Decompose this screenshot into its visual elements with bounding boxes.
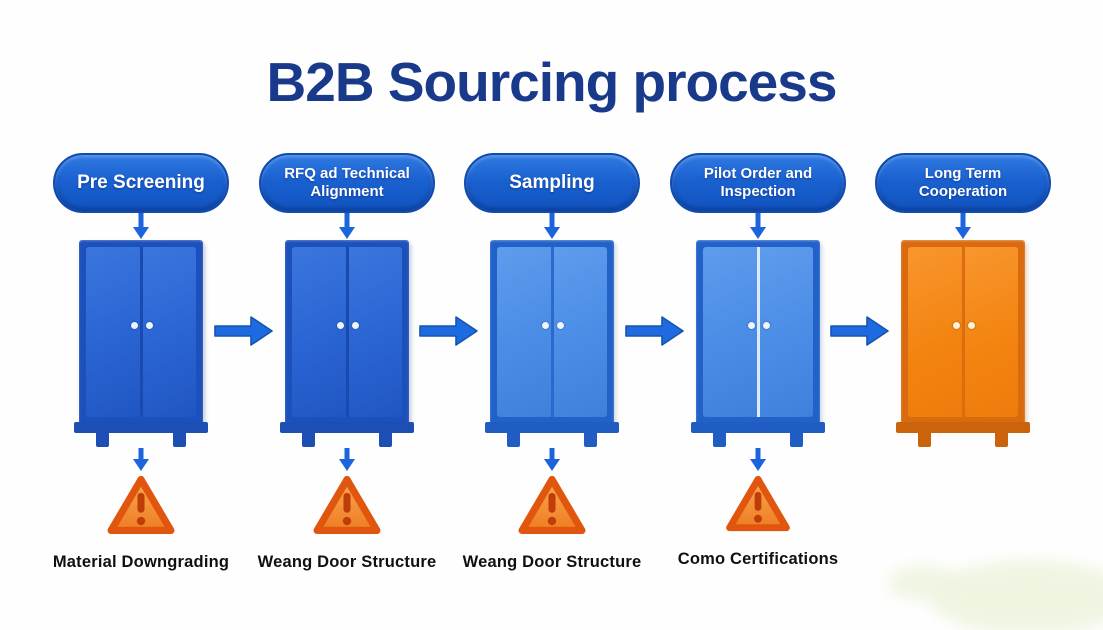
cabinet-illustration: [896, 240, 1030, 447]
cabinet-door-right: [964, 247, 1018, 417]
down-arrow-icon: [543, 448, 561, 472]
cabinet-plinth: [74, 422, 208, 433]
stage-pill: Pilot Order and Inspection: [670, 153, 846, 213]
door-knob: [953, 322, 960, 329]
cabinet-frame: [901, 240, 1025, 426]
down-arrow-icon: [132, 448, 150, 472]
stage-pill-label: RFQ ad Technical Alignment: [284, 165, 410, 200]
warning-icon: [105, 474, 177, 541]
cabinet-doors: [86, 247, 196, 417]
cabinet-leg: [584, 431, 597, 447]
warning-icon: [516, 474, 588, 541]
issue-label: Como Certifications: [677, 550, 839, 568]
cabinet-frame: [79, 240, 203, 426]
cabinet-illustration: [691, 240, 825, 447]
cabinet-doors: [908, 247, 1018, 417]
right-arrow-icon: [830, 314, 890, 348]
cabinet-frame: [285, 240, 409, 426]
cabinet-doors: [497, 247, 607, 417]
cabinet-illustration: [74, 240, 208, 447]
stage-pill: Long Term Cooperation: [875, 153, 1051, 213]
door-knob: [557, 322, 564, 329]
page-title: B2B Sourcing process: [266, 51, 838, 113]
stage-pre-screening: Pre Screening: [11, 153, 271, 572]
door-knob: [131, 322, 138, 329]
door-knob: [763, 322, 770, 329]
down-arrow-icon: [749, 213, 767, 240]
cabinet-leg: [507, 431, 520, 447]
down-arrow-icon: [338, 213, 356, 240]
cabinet-door-left: [908, 247, 962, 417]
stage-rfq-technical-alignment: RFQ ad Technical Alignment: [217, 153, 477, 572]
cabinet-door-divider: [961, 247, 965, 417]
down-arrow-icon: [954, 213, 972, 240]
issue-label: Weang Door Structure: [462, 553, 642, 571]
cabinet-door-divider: [756, 247, 760, 417]
stage-pill-label: Long Term Cooperation: [918, 165, 1008, 200]
cabinet-door-right: [759, 247, 813, 417]
cabinet-illustration: [280, 240, 414, 447]
cabinet-door-right: [142, 247, 196, 417]
down-arrow-icon: [543, 213, 561, 240]
cabinet-leg: [96, 431, 109, 447]
door-knob: [542, 322, 549, 329]
cabinet-plinth: [485, 422, 619, 433]
issue-label: Material Downgrading: [52, 553, 230, 571]
cabinet-illustration: [485, 240, 619, 447]
cabinet-door-left: [497, 247, 551, 417]
cabinet-leg: [173, 431, 186, 447]
right-arrow-icon: [625, 314, 685, 348]
down-arrow-icon: [338, 448, 356, 472]
door-knob: [337, 322, 344, 329]
stage-pill-label: Pilot Order and Inspection: [703, 165, 813, 200]
cabinet-door-right: [553, 247, 607, 417]
cabinet-door-left: [86, 247, 140, 417]
stage-sampling: Sampling: [422, 153, 682, 572]
cabinet-leg: [918, 431, 931, 447]
stage-pilot-order-inspection: Pilot Order and Inspection: [628, 153, 888, 569]
cabinet-plinth: [691, 422, 825, 433]
warning-icon: [311, 474, 383, 541]
door-knob: [352, 322, 359, 329]
stage-pill-label: Pre Screening: [77, 171, 205, 193]
cabinet-door-left: [292, 247, 346, 417]
cabinet-door-divider: [550, 247, 554, 417]
cabinet-door-divider: [139, 247, 143, 417]
warning-icon: [724, 474, 792, 538]
cabinet-door-left: [703, 247, 757, 417]
cabinet-leg: [713, 431, 726, 447]
stage-long-term-cooperation: Long Term Cooperation: [833, 153, 1093, 447]
cabinet-plinth: [896, 422, 1030, 433]
cabinet-leg: [995, 431, 1008, 447]
door-knob: [748, 322, 755, 329]
stage-pill: Sampling: [464, 153, 640, 213]
down-arrow-icon: [132, 213, 150, 240]
right-arrow-icon: [419, 314, 479, 348]
stage-pill: RFQ ad Technical Alignment: [259, 153, 435, 213]
cabinet-plinth: [280, 422, 414, 433]
door-knob: [968, 322, 975, 329]
down-arrow-icon: [749, 448, 767, 472]
cabinet-door-divider: [345, 247, 349, 417]
door-knob: [146, 322, 153, 329]
cabinet-leg: [302, 431, 315, 447]
cabinet-doors: [703, 247, 813, 417]
cabinet-frame: [490, 240, 614, 426]
background-smudge: [930, 560, 1103, 630]
stage-pill: Pre Screening: [53, 153, 229, 213]
stage-pill-label: Sampling: [509, 171, 595, 193]
background-smudge: [888, 566, 958, 600]
cabinet-doors: [292, 247, 402, 417]
right-arrow-icon: [214, 314, 274, 348]
cabinet-leg: [379, 431, 392, 447]
issue-label: Weang Door Structure: [257, 553, 437, 571]
cabinet-leg: [790, 431, 803, 447]
cabinet-frame: [696, 240, 820, 426]
cabinet-door-right: [348, 247, 402, 417]
